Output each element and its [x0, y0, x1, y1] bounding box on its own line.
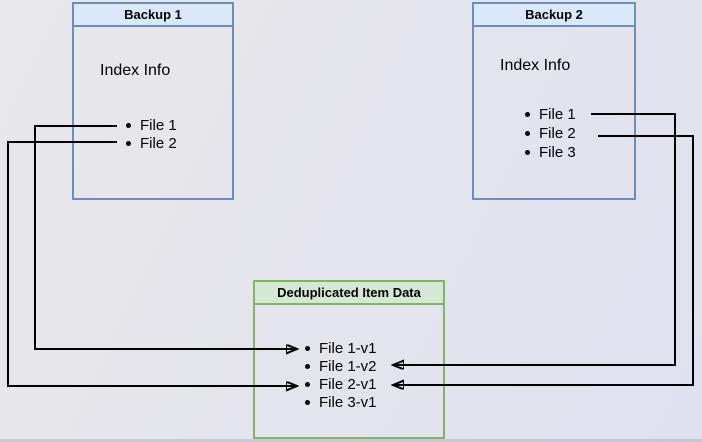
- backup2-file1-label: File 1: [539, 106, 576, 123]
- backup2-title: Backup 2: [474, 4, 634, 27]
- backup1-file-list: File 1 File 2: [126, 117, 177, 152]
- bullet-icon: [305, 363, 310, 369]
- bullet-icon: [525, 112, 530, 117]
- list-item: File 2: [126, 135, 177, 153]
- backup2-file2-label: File 2: [539, 125, 576, 142]
- list-item: File 2: [525, 124, 576, 143]
- dedup-title: Deduplicated Item Data: [255, 282, 443, 305]
- dedup-box: Deduplicated Item Data File 1-v1 File 1-…: [253, 280, 445, 439]
- backup2-box: Backup 2 Index Info File 1 File 2 File 3: [472, 2, 636, 200]
- list-item: File 1: [126, 117, 177, 135]
- list-item: File 3: [525, 143, 576, 162]
- backup1-file2-label: File 2: [140, 134, 177, 152]
- bullet-icon: [305, 345, 310, 351]
- bullet-icon: [525, 150, 530, 155]
- list-item: File 1-v2: [305, 357, 377, 375]
- bullet-icon: [126, 140, 131, 146]
- bullet-icon: [305, 381, 310, 387]
- bullet-icon: [525, 131, 530, 136]
- list-item: File 3-v1: [305, 393, 377, 411]
- bullet-icon: [305, 399, 310, 405]
- backup1-title: Backup 1: [74, 4, 232, 27]
- backup1-file1-label: File 1: [140, 117, 177, 135]
- backup1-index-info-label: Index Info: [100, 62, 171, 79]
- backup1-box: Backup 1 Index Info File 1 File 2: [72, 2, 234, 200]
- list-item: File 1-v1: [305, 339, 377, 357]
- backup2-file-list: File 1 File 2 File 3: [525, 105, 576, 162]
- dedup-item-file1-v1: File 1-v1: [319, 339, 377, 357]
- bullet-icon: [126, 123, 131, 129]
- dedup-item-list: File 1-v1 File 1-v2 File 2-v1 File 3-v1: [305, 339, 377, 411]
- dedup-item-file1-v2: File 1-v2: [319, 357, 377, 375]
- dedup-item-file3-v1: File 3-v1: [319, 393, 377, 411]
- list-item: File 2-v1: [305, 375, 377, 393]
- list-item: File 1: [525, 105, 576, 124]
- backup2-file3-label: File 3: [539, 144, 576, 161]
- dedup-item-file2-v1: File 2-v1: [319, 375, 377, 393]
- backup2-index-info-label: Index Info: [500, 57, 571, 74]
